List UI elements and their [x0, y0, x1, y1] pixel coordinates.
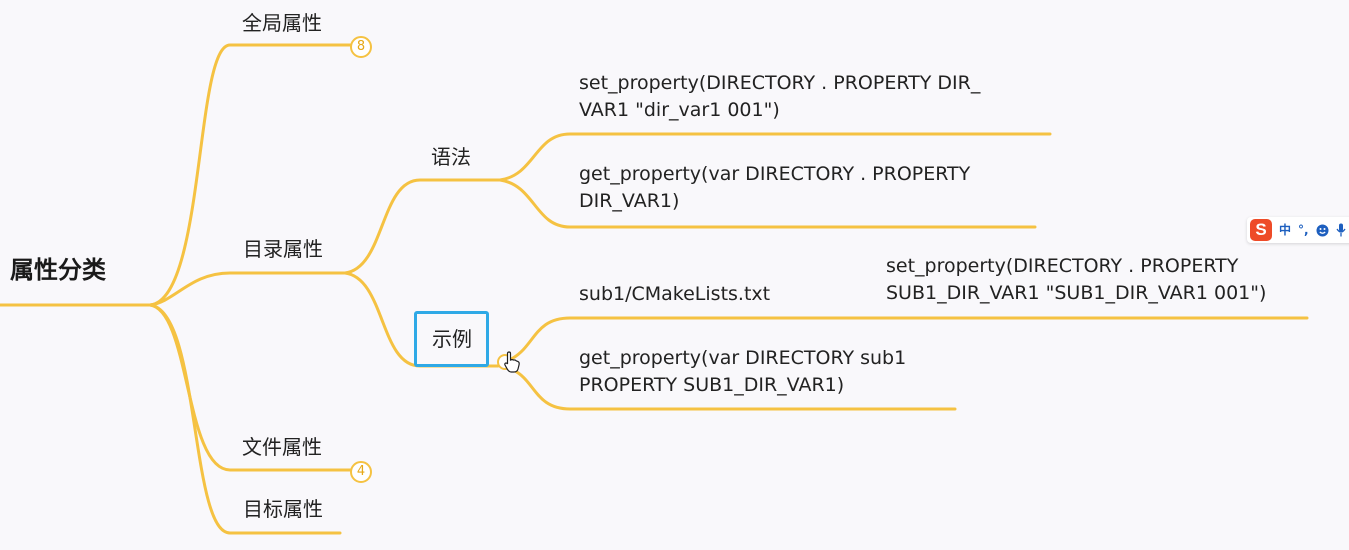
example-get-line1: get_property(var DIRECTORY sub1	[579, 347, 907, 369]
example-set-property[interactable]: set_property(DIRECTORY . PROPERTY SUB1_D…	[886, 253, 1266, 307]
syntax-get-line2: DIR_VAR1)	[579, 190, 680, 212]
example-set-line2: SUB1_DIR_VAR1 "SUB1_DIR_VAR1 001")	[886, 282, 1267, 304]
connector-syntax	[343, 178, 502, 275]
topic-directory-properties[interactable]: 目录属性	[243, 237, 323, 261]
connector-global	[148, 43, 352, 307]
connector-syntax-set	[498, 132, 1052, 182]
smiley-icon[interactable]	[1316, 224, 1329, 237]
topic-example[interactable]: 示例	[432, 327, 472, 351]
ime-mode-toggle[interactable]: 中	[1279, 223, 1292, 237]
example-get-property[interactable]: get_property(var DIRECTORY sub1 PROPERTY…	[579, 345, 906, 399]
connector-directory	[148, 271, 347, 307]
microphone-icon[interactable]	[1336, 223, 1346, 237]
sogou-logo-icon[interactable]: S	[1250, 219, 1272, 241]
topic-target-properties[interactable]: 目标属性	[243, 497, 323, 521]
topic-global-properties[interactable]: 全局属性	[242, 11, 322, 35]
syntax-get-property[interactable]: get_property(var DIRECTORY . PROPERTY DI…	[579, 161, 970, 215]
ime-punctuation-toggle[interactable]: °,	[1298, 223, 1309, 237]
syntax-set-line1: set_property(DIRECTORY . PROPERTY DIR_	[579, 72, 981, 94]
root-topic[interactable]: 属性分类	[10, 256, 106, 284]
syntax-set-line2: VAR1 "dir_var1 001")	[579, 99, 780, 121]
connector-example-file	[511, 316, 1309, 360]
hand-pointer-icon	[504, 351, 520, 373]
connector-example-get	[511, 368, 957, 411]
example-get-line2: PROPERTY SUB1_DIR_VAR1)	[579, 374, 845, 396]
topic-file-properties[interactable]: 文件属性	[242, 435, 322, 459]
connector-target	[148, 303, 342, 535]
ime-toolbar[interactable]: S 中 °,	[1247, 217, 1349, 243]
topic-syntax[interactable]: 语法	[431, 145, 471, 169]
example-cmakelists-file[interactable]: sub1/CMakeLists.txt	[579, 283, 771, 305]
syntax-get-line1: get_property(var DIRECTORY . PROPERTY	[579, 163, 971, 185]
connector-syntax-get	[498, 178, 1037, 229]
selection-frame	[414, 311, 489, 367]
example-set-line1: set_property(DIRECTORY . PROPERTY	[886, 255, 1239, 277]
syntax-set-property[interactable]: set_property(DIRECTORY . PROPERTY DIR_ V…	[579, 70, 980, 124]
global-properties-count-badge[interactable]: 8	[350, 36, 372, 58]
file-properties-count-badge[interactable]: 4	[350, 461, 372, 483]
